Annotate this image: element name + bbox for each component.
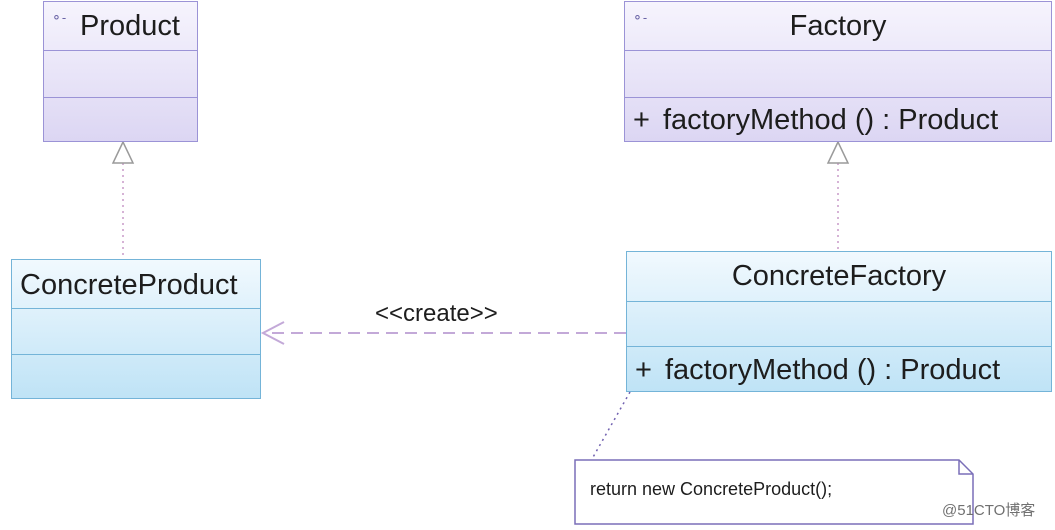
factory-operations-section: + factoryMethod () : Product [625,97,1051,141]
product-name: Product [80,10,180,42]
realization-arrowhead-product [111,140,135,164]
concrete-factory-operation[interactable]: + factoryMethod () : Product [635,356,1000,385]
concrete-product-operations-section [12,354,260,398]
concrete-product-class[interactable]: ConcreteProduct [11,259,261,399]
note[interactable]: return new ConcreteProduct(); [574,459,974,525]
note-text: return new ConcreteProduct(); [590,479,833,499]
product-attributes-section [44,50,197,97]
operation-signature: factoryMethod () : Product [663,104,999,136]
concrete-product-name-section: ConcreteProduct [12,260,260,308]
visibility-public: + [635,354,652,386]
visibility-public: + [633,104,650,136]
factory-class[interactable]: ⚬- Factory + factoryMethod () : Product [624,1,1052,142]
operation-signature: factoryMethod () : Product [665,354,1001,386]
concrete-factory-attributes-section [627,301,1051,346]
watermark: @51CTO博客 [942,502,1036,519]
interface-icon: ⚬- [51,10,67,25]
product-operations-section [44,97,197,141]
concrete-factory-operations-section: + factoryMethod () : Product [627,346,1051,391]
create-stereotype-label: <<create>> [375,300,498,327]
note-anchor-line [591,391,631,460]
product-class[interactable]: ⚬- Product [43,1,198,142]
realization-arrowhead-factory [826,140,850,164]
product-name-section: ⚬- Product [44,2,197,50]
concrete-factory-name: ConcreteFactory [731,260,947,292]
concrete-product-name: ConcreteProduct [20,269,238,301]
factory-operation[interactable]: + factoryMethod () : Product [633,106,998,135]
factory-attributes-section [625,50,1051,97]
factory-name: Factory [789,10,887,42]
concrete-factory-class[interactable]: ConcreteFactory + factoryMethod () : Prod… [626,251,1052,392]
dependency-arrowhead-create [260,321,285,345]
interface-icon: ⚬- [632,10,648,25]
factory-name-section: ⚬- Factory [625,2,1051,50]
concrete-product-attributes-section [12,308,260,354]
note-shape [574,459,974,525]
concrete-factory-name-section: ConcreteFactory [627,252,1051,301]
